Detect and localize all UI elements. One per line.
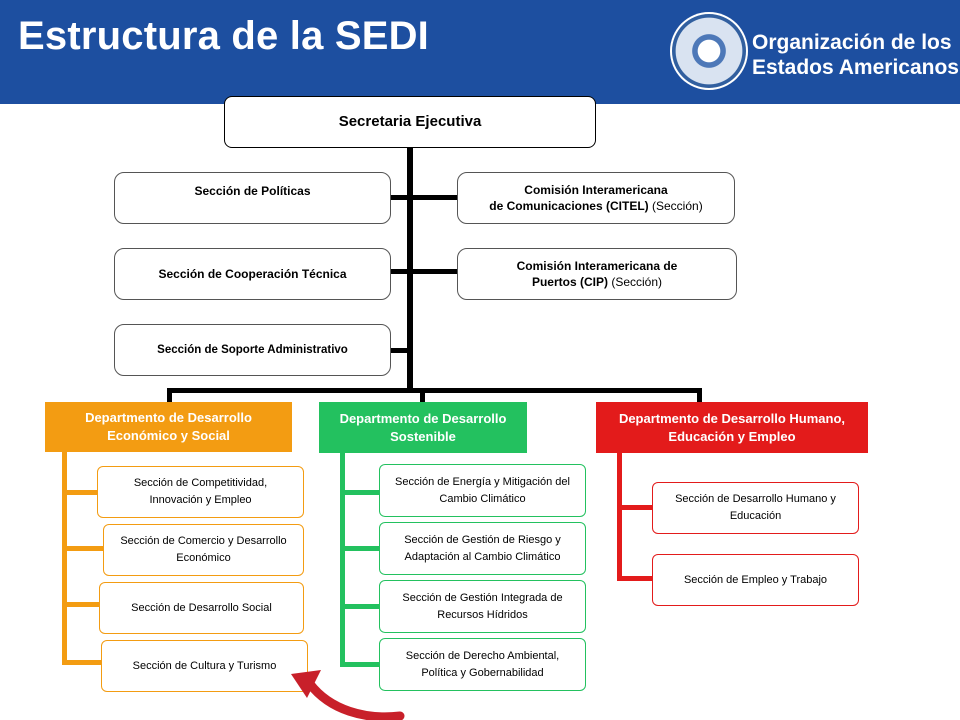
dept-sostenible: Departmento de Desarrollo Sostenible: [319, 402, 527, 453]
citel-box: Comisión Interamericana de Comunicacione…: [457, 172, 735, 224]
section-recursos-hidricos-label: Sección de Gestión Integrada de Recursos…: [402, 591, 563, 621]
header-bar: [0, 0, 960, 104]
dept-economico-social: Departmento de Desarrollo Económico y So…: [45, 402, 292, 452]
section-comercio: Sección de Comercio y Desarrollo Económi…: [103, 524, 304, 576]
section-empleo-trabajo: Sección de Empleo y Trabajo: [652, 554, 859, 606]
green-tick-4: [340, 662, 380, 667]
dept-sostenible-label: Departmento de Desarrollo Sostenible: [339, 410, 507, 444]
connector-politicas: [390, 195, 458, 200]
red-tick-1: [617, 505, 653, 510]
orange-tick-1: [62, 490, 98, 495]
section-cultura-turismo: Sección de Cultura y Turismo: [101, 640, 308, 692]
section-derecho-ambiental: Sección de Derecho Ambiental, Política y…: [379, 638, 586, 691]
orange-tick-3: [62, 602, 100, 607]
section-competitividad-label: Sección de Competitividad, Innovación y …: [133, 477, 268, 506]
trunk-line: [407, 146, 413, 390]
org-name-line1: Organización de los: [752, 31, 952, 54]
cip-line2: Puertos (CIP) (Sección): [532, 274, 662, 290]
red-tick-2: [617, 576, 653, 581]
cooperacion-box: Sección de Cooperación Técnica: [114, 248, 391, 300]
citel-line2: de Comunicaciones (CITEL) (Sección): [489, 198, 702, 214]
citel-line1: Comisión Interamericana: [524, 183, 668, 197]
green-tick-2: [340, 546, 380, 551]
cooperacion-label: Sección de Cooperación Técnica: [158, 267, 347, 281]
green-tick-1: [340, 490, 380, 495]
green-tick-3: [340, 604, 380, 609]
section-empleo-trabajo-label: Sección de Empleo y Trabajo: [683, 573, 828, 586]
oas-seal-icon: [670, 12, 748, 90]
soporte-box: Sección de Soporte Administrativo: [114, 324, 391, 376]
section-cultura-turismo-label: Sección de Cultura y Turismo: [132, 659, 277, 672]
executive-label: Secretaria Ejecutiva: [338, 113, 482, 130]
org-name-line2: Estados Americanos: [752, 56, 959, 79]
orange-tick-4: [62, 660, 102, 665]
section-gestion-riesgo: Sección de Gestión de Riesgo y Adaptació…: [379, 522, 586, 575]
dept-humano-label: Departmento de Desarrollo Humano, Educac…: [618, 410, 846, 444]
page-title: Estructura de la SEDI: [18, 14, 429, 58]
dept-drop-1: [167, 388, 172, 402]
section-desarrollo-social-label: Sección de Desarrollo Social: [131, 601, 272, 614]
politicas-box: Sección de Políticas: [114, 172, 391, 224]
red-spine: [617, 453, 622, 580]
section-derecho-ambiental-label: Sección de Derecho Ambiental, Política y…: [405, 649, 560, 679]
soporte-label: Sección de Soporte Administrativo: [157, 344, 348, 356]
section-competitividad: Sección de Competitividad, Innovación y …: [97, 466, 304, 518]
green-spine: [340, 453, 345, 666]
section-desarrollo-humano-label: Sección de Desarrollo Humano y Educación: [675, 493, 836, 522]
cip-name: Puertos (CIP): [531, 275, 608, 289]
citel-name: de Comunicaciones (CITEL): [489, 199, 649, 213]
section-comercio-label: Sección de Comercio y Desarrollo Económi…: [120, 535, 287, 564]
dept-economico-social-label: Departmento de Desarrollo Económico y So…: [85, 410, 252, 443]
section-recursos-hidricos: Sección de Gestión Integrada de Recursos…: [379, 580, 586, 633]
orange-spine: [62, 452, 67, 664]
cip-suffix: (Sección): [611, 275, 663, 289]
dept-drop-2: [420, 388, 425, 402]
orange-tick-2: [62, 546, 104, 551]
section-energia: Sección de Energía y Mitigación del Camb…: [379, 464, 586, 517]
dept-bus-line: [167, 388, 702, 393]
executive-box: Secretaria Ejecutiva: [224, 96, 596, 148]
connector-cooperacion: [390, 269, 458, 274]
politicas-label: Sección de Políticas: [194, 184, 311, 198]
citel-suffix: (Sección): [652, 199, 703, 213]
section-desarrollo-social: Sección de Desarrollo Social: [99, 582, 304, 634]
section-gestion-riesgo-label: Sección de Gestión de Riesgo y Adaptació…: [404, 533, 561, 563]
cip-box: Comisión Interamericana de Puertos (CIP)…: [457, 248, 737, 300]
dept-drop-3: [697, 388, 702, 402]
org-name: Organización de los Estados Americanos: [752, 30, 959, 80]
curved-arrow-icon: [291, 670, 405, 720]
connector-soporte: [390, 348, 410, 353]
cip-line1: Comisión Interamericana de: [516, 259, 678, 273]
dept-humano: Departmento de Desarrollo Humano, Educac…: [596, 402, 868, 453]
section-desarrollo-humano: Sección de Desarrollo Humano y Educación: [652, 482, 859, 534]
section-energia-label: Sección de Energía y Mitigación del Camb…: [395, 475, 570, 505]
